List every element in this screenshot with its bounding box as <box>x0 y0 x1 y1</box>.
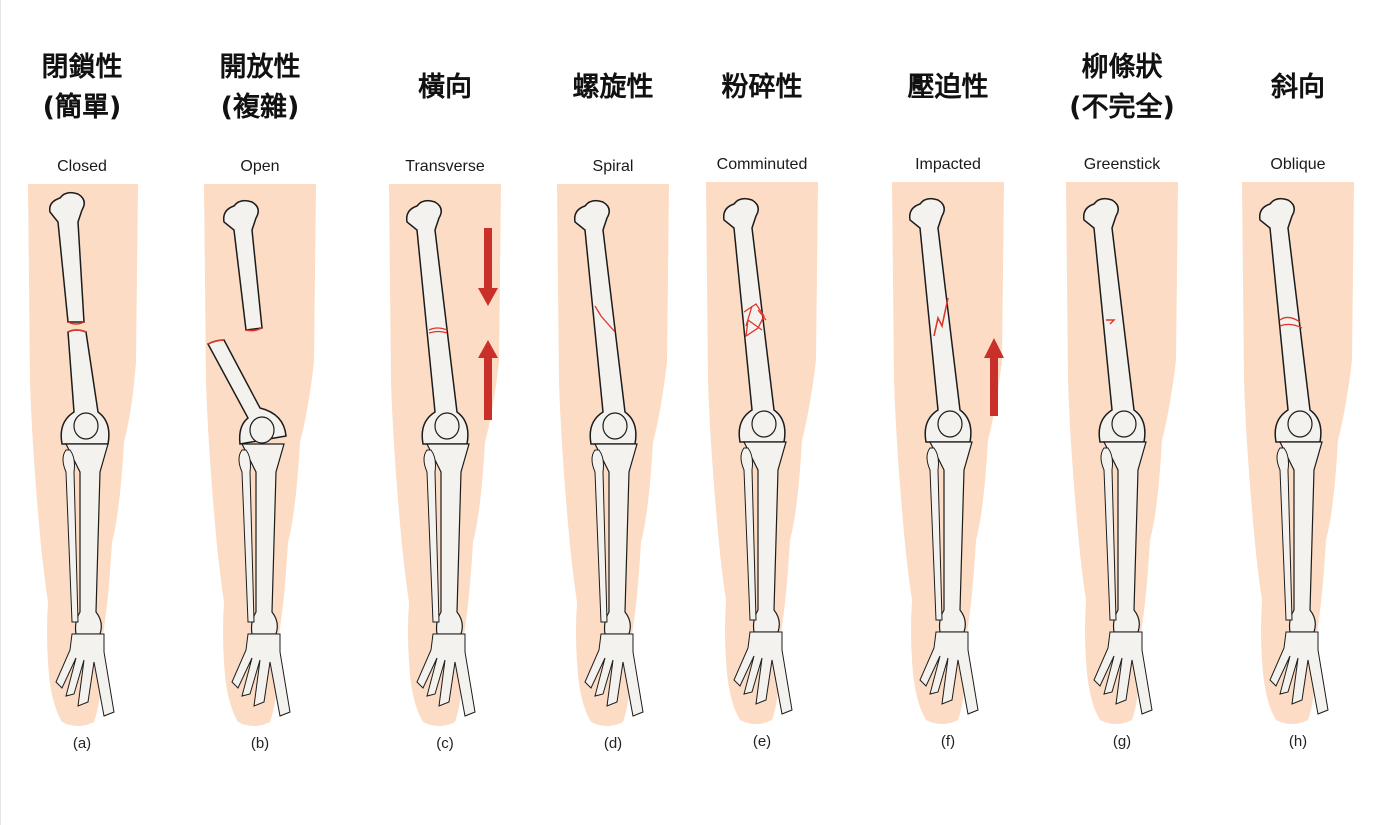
panel-letter: (f) <box>940 733 956 750</box>
panel-letter: (b) <box>250 735 270 752</box>
panel-impacted: 壓迫性 Impacted (f) <box>888 0 1008 825</box>
panel-title-en: Closed <box>57 158 107 175</box>
panel-letter: (g) <box>1112 733 1132 750</box>
panel-letter: (a) <box>72 735 92 752</box>
panel-title-zh: 螺旋性 <box>572 72 654 103</box>
panel-title-en: Oblique <box>1270 156 1326 173</box>
panel-letter: (e) <box>752 733 772 750</box>
leg-illustration <box>557 182 669 727</box>
panel-title-zh: 斜向 <box>1271 72 1325 103</box>
panel-title-zh: 開放性 (複雜) <box>219 52 301 123</box>
panel-comminuted: 粉碎性 Comminuted (e) <box>702 0 822 825</box>
arrow-up-icon <box>984 338 1004 416</box>
left-border <box>0 0 1 825</box>
panel-title-zh: 粉碎性 <box>721 72 803 103</box>
panel-letter: (c) <box>436 735 454 752</box>
leg-illustration <box>28 182 138 727</box>
arrow-down-icon <box>478 228 498 306</box>
panel-title-en: Comminuted <box>716 156 808 173</box>
panel-title-zh: 橫向 <box>418 72 472 103</box>
panel-open: 開放性 (複雜) Open (b) <box>200 0 320 825</box>
leg-illustration <box>706 180 818 725</box>
panel-title-en: Transverse <box>405 158 485 175</box>
leg-illustration <box>892 180 1004 725</box>
leg-illustration <box>389 182 501 727</box>
panel-title-en: Greenstick <box>1083 156 1161 173</box>
leg-illustration <box>1242 180 1354 725</box>
panel-title-en: Impacted <box>915 156 981 173</box>
panel-letter: (d) <box>603 735 623 752</box>
panel-title-zh: 壓迫性 <box>907 72 989 103</box>
panel-closed: 閉鎖性 (簡單) Closed (a) <box>22 0 142 825</box>
panel-transverse: 橫向 Transverse (c) <box>385 0 505 825</box>
panel-title-zh: 閉鎖性 (簡單) <box>41 52 123 123</box>
arrow-up-icon <box>478 340 498 420</box>
panel-title-zh: 柳條狀 (不完全) <box>1069 52 1175 123</box>
leg-illustration <box>204 182 316 727</box>
panel-title-en: Open <box>240 158 280 175</box>
leg-illustration <box>1066 180 1178 725</box>
panel-spiral: 螺旋性 Spiral (d) <box>553 0 673 825</box>
panel-oblique: 斜向 Oblique (h) <box>1238 0 1358 825</box>
panel-greenstick: 柳條狀 (不完全) Greenstick (g) <box>1062 0 1182 825</box>
panel-letter: (h) <box>1288 733 1308 750</box>
panel-title-en: Spiral <box>592 158 634 175</box>
